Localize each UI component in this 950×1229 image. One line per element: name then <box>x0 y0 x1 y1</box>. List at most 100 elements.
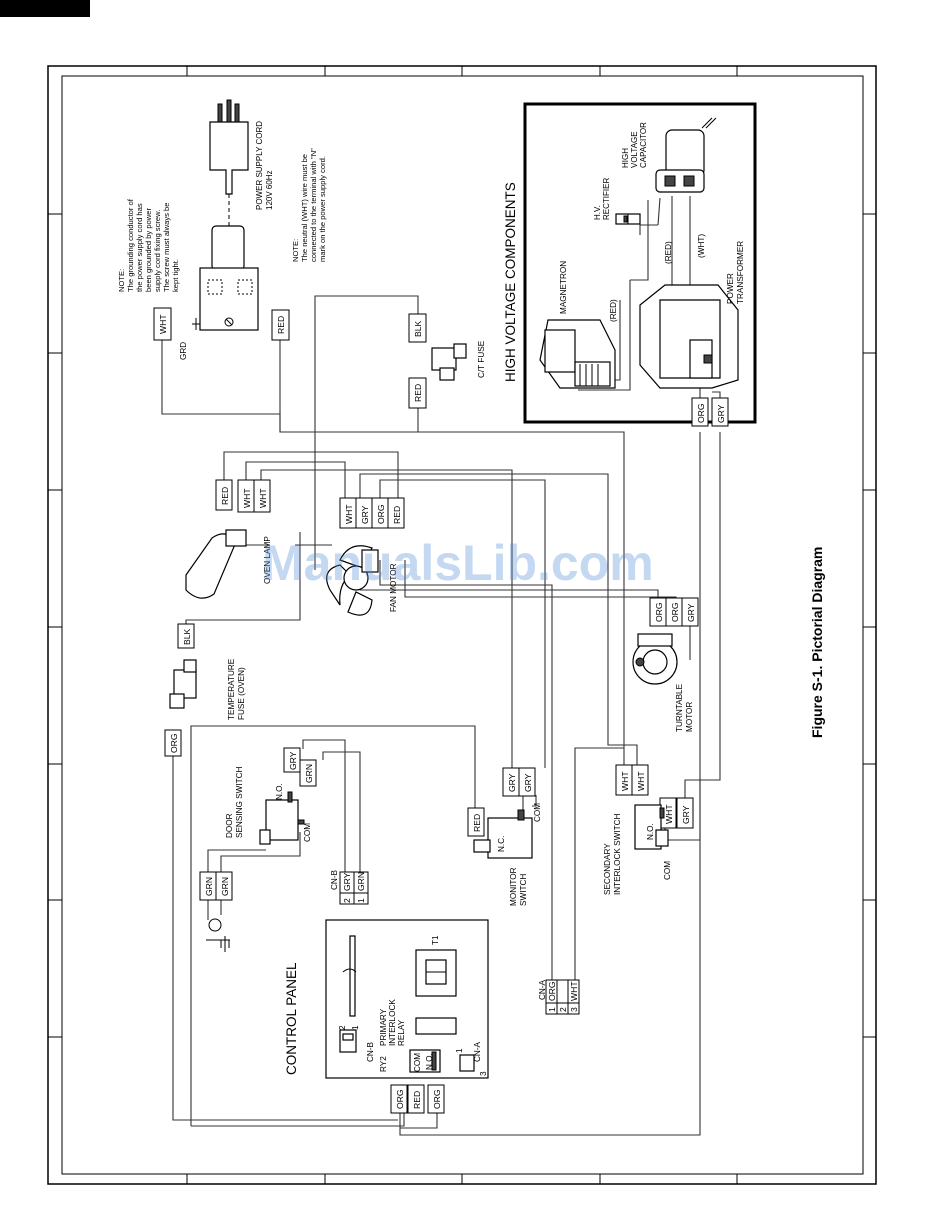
svg-text:RED: RED <box>412 1091 422 1109</box>
svg-text:GRY: GRY <box>288 751 298 770</box>
wire-tag: WHT <box>339 497 357 529</box>
svg-text:been grounded by power: been grounded by power <box>144 208 153 292</box>
cp-cnb-pin1: 1 <box>351 1025 360 1030</box>
hv-rectifier <box>615 213 641 225</box>
ms-com-label: COM <box>533 803 542 822</box>
t1-label: T1 <box>431 935 440 945</box>
svg-text:ORG: ORG <box>169 733 179 753</box>
svg-text:ORG: ORG <box>670 602 680 622</box>
svg-text:ORG: ORG <box>432 1089 442 1109</box>
fan-motor-label: FAN MOTOR <box>389 563 398 612</box>
svg-text:BLK: BLK <box>182 628 192 645</box>
svg-text:TEMPERATURE: TEMPERATURE <box>227 658 236 720</box>
cp-com-label: COM <box>413 1053 422 1072</box>
power-cord <box>199 99 259 331</box>
svg-text:H.V.: H.V. <box>593 205 602 220</box>
svg-text:120V 60Hz: 120V 60Hz <box>265 170 274 210</box>
svg-text:2: 2 <box>558 1007 568 1012</box>
svg-text:GRY: GRY <box>523 773 533 792</box>
svg-text:connected to the terminal with: connected to the terminal with "N" <box>309 148 318 262</box>
wire-tag: GRY <box>676 797 694 829</box>
power-cord-label: POWER SUPPLY CORD 120V 60Hz <box>255 121 274 210</box>
cp-cna-pin1: 1 <box>455 1048 464 1053</box>
svg-text:GRY: GRY <box>681 805 691 824</box>
svg-text:GRN: GRN <box>356 872 366 891</box>
wire-tag: GRY <box>681 597 699 627</box>
svg-text:FUSE (OVEN): FUSE (OVEN) <box>237 667 246 720</box>
svg-text:supply cord fixing screw.: supply cord fixing screw. <box>153 210 162 292</box>
svg-text:RECTIFIER: RECTIFIER <box>602 178 611 220</box>
wire-tag: WHT <box>253 479 271 513</box>
note-neutral: NOTE: The neutral (WHT) wire must be con… <box>291 148 327 262</box>
oven-lamp <box>185 529 247 599</box>
svg-text:VOLTAGE: VOLTAGE <box>630 131 639 168</box>
turntable-motor <box>632 633 678 685</box>
svg-text:1: 1 <box>547 1007 557 1012</box>
svg-text:RED: RED <box>392 506 402 524</box>
wire-tag: BLK <box>408 313 427 343</box>
red-wire-label: (RED) <box>609 299 618 322</box>
svg-text:2: 2 <box>342 898 352 903</box>
svg-text:NOTE:: NOTE: <box>291 239 300 262</box>
svg-text:INTERLOCK SWITCH: INTERLOCK SWITCH <box>613 813 622 895</box>
svg-text:RED: RED <box>276 316 286 334</box>
svg-text:the power supply cord has: the power supply cord has <box>135 203 144 292</box>
wire-tag: RED <box>271 309 290 341</box>
svg-text:ORG: ORG <box>547 981 557 1001</box>
wire-tag: GRY <box>283 747 301 773</box>
secondary-switch-label: SECONDARY INTERLOCK SWITCH <box>603 813 622 895</box>
wire-tag: RED <box>408 377 427 409</box>
svg-text:SECONDARY: SECONDARY <box>603 843 612 895</box>
svg-text:The grounding conductor of: The grounding conductor of <box>126 198 135 292</box>
hv-box <box>523 102 757 424</box>
wire-tag: GRN <box>199 871 217 901</box>
svg-text:RED: RED <box>220 487 230 505</box>
wire-tag: WHT <box>631 764 649 796</box>
fan-motor <box>326 545 379 616</box>
wire-tag: GRY <box>355 497 373 529</box>
door-sensing-switch <box>259 791 305 845</box>
svg-text:CAPACITOR: CAPACITOR <box>639 122 648 168</box>
svg-text:RED: RED <box>413 384 423 402</box>
svg-text:The neutral (WHT) wire must be: The neutral (WHT) wire must be <box>300 154 309 262</box>
svg-text:ORG: ORG <box>654 602 664 622</box>
svg-text:The screw must always be: The screw must always be <box>162 203 171 292</box>
ct-fuse <box>431 343 467 381</box>
door-switch-label: DOOR SENSING SWITCH <box>225 766 244 838</box>
red-wire-label-2: (RED) <box>664 241 673 264</box>
wht-wire-label: (WHT) <box>697 234 706 258</box>
svg-text:GRY: GRY <box>716 404 726 423</box>
turntable-label: TURNTABLE MOTOR <box>675 683 694 732</box>
svg-text:kept tight.: kept tight. <box>171 259 180 292</box>
sis-no-label: N.O. <box>646 823 655 840</box>
ground-icon <box>192 318 200 330</box>
svg-text:ORG: ORG <box>376 504 386 524</box>
svg-text:3: 3 <box>569 1007 579 1012</box>
wire-tag: WHT <box>237 479 255 513</box>
ct-fuse-label: C/T FUSE <box>477 340 486 378</box>
svg-text:TURNTABLE: TURNTABLE <box>675 683 684 732</box>
svg-text:RED: RED <box>472 814 482 832</box>
svg-text:GRY: GRY <box>360 505 370 524</box>
svg-text:GRY: GRY <box>342 872 352 891</box>
svg-text:MOTOR: MOTOR <box>685 702 694 732</box>
relay-label: PRIMARY INTERLOCK RELAY <box>379 999 406 1046</box>
ry2-label: RY2 <box>379 1056 388 1072</box>
svg-text:1: 1 <box>356 898 366 903</box>
svg-text:TRANSFORMER: TRANSFORMER <box>736 241 745 304</box>
secondary-interlock-switch <box>634 804 669 850</box>
svg-text:ORG: ORG <box>395 1089 405 1109</box>
svg-text:RELAY: RELAY <box>397 1019 406 1046</box>
svg-text:WHT: WHT <box>258 488 268 508</box>
svg-text:DOOR: DOOR <box>225 813 234 838</box>
cna-connector: 1 ORG 2 3 WHT <box>545 979 580 1015</box>
svg-text:SENSING SWITCH: SENSING SWITCH <box>235 766 244 838</box>
cnb-label: CN-B <box>330 869 339 890</box>
magnetron <box>539 319 616 389</box>
capacitor-label: HIGH VOLTAGE CAPACITOR <box>621 122 648 168</box>
svg-text:GRY: GRY <box>686 603 696 622</box>
ground-lug-icon <box>206 918 230 952</box>
cp-cna-pin3: 3 <box>479 1071 488 1076</box>
svg-text:GRY: GRY <box>507 773 517 792</box>
